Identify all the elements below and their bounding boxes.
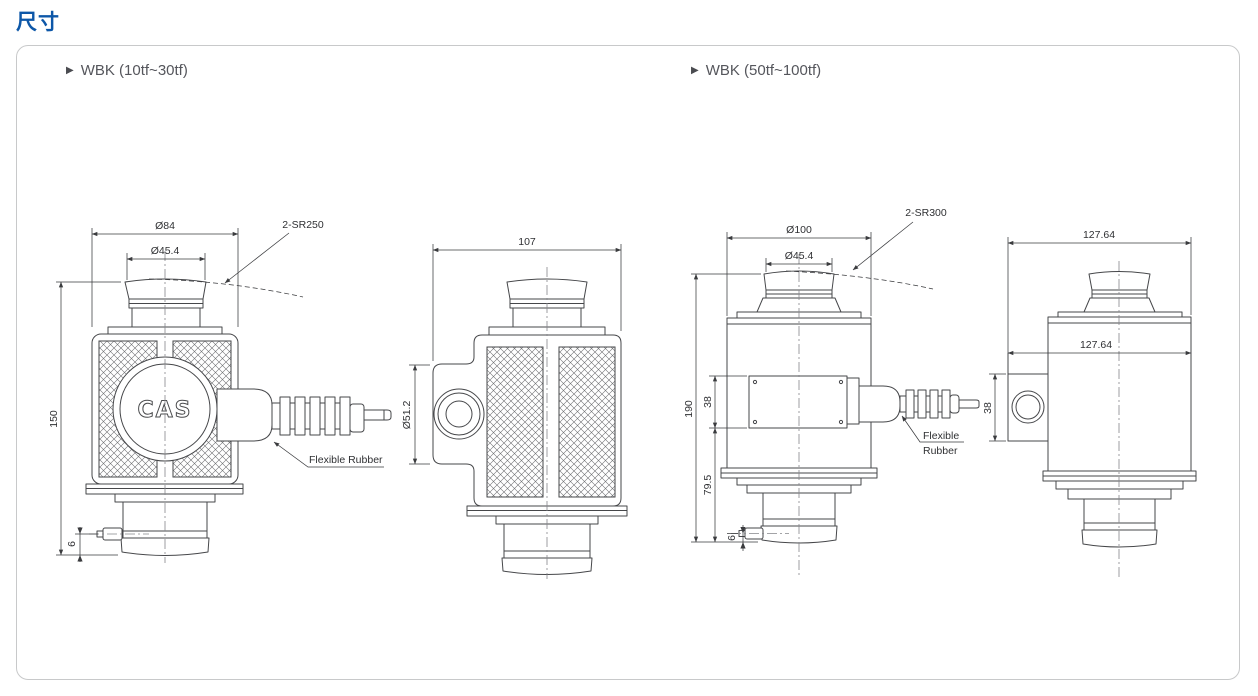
dim-cap-diameter: Ø45.4 [785,250,814,262]
dim-width-mid: 127.64 [1080,339,1112,351]
cable-gland [216,388,392,442]
dim-boss-height: 38 [982,402,994,414]
model-label-left: ▶ WBK (10tf~30tf) [66,62,188,79]
flexible-rubber-label: Flexible Rubber [309,454,383,466]
wbk-large-side-view: 127.64 127.64 38 [982,229,1197,579]
dim-body-diameter: Ø84 [155,220,175,232]
dim-total-height: 150 [48,410,60,428]
dim-screw-offset: 6 [726,535,738,541]
dim-width-top: 127.64 [1083,229,1115,241]
wbk-large-front-view: Ø100 Ø45.4 2-SR300 190 38 79.5 6 Flexibl… [683,207,980,578]
dim-depth: 107 [518,236,536,248]
dimension-annotations: Ø100 Ø45.4 2-SR300 190 38 79.5 6 Flexibl… [683,207,964,551]
triangle-bullet-icon: ▶ [691,65,699,76]
dim-nameplate-height: 38 [702,396,714,408]
flexible-rubber-label-line1: Flexible [923,430,959,442]
dimensions-panel: ▶ WBK (10tf~30tf) ▶ WBK (50tf~100tf) [16,45,1240,680]
wbk-small-side-view: 107 Ø51.2 [401,236,628,579]
dim-screw-offset: 6 [66,541,78,547]
load-cell-body [1007,271,1197,548]
page-title: 尺寸 [16,11,60,34]
dimension-annotations: 107 Ø51.2 [401,236,622,465]
model-label-left-text: WBK (10tf~30tf) [80,62,188,79]
dim-total-height: 190 [683,400,695,418]
dimension-annotations: 127.64 127.64 38 [982,229,1192,442]
cable-gland [846,377,980,425]
cas-logo: CAS [137,398,192,423]
model-label-right-text: WBK (50tf~100tf) [705,62,822,79]
triangle-bullet-icon: ▶ [66,65,74,76]
dim-cap-diameter: Ø45.4 [151,245,180,257]
dim-spherical-radius: 2-SR250 [282,219,324,231]
dim-lower-height: 79.5 [702,475,714,496]
dimension-annotations: Ø84 Ø45.4 2-SR250 150 6 Flexible Rubber [48,219,384,562]
load-cell-body [432,278,628,575]
dim-boss-diameter: Ø51.2 [401,401,413,430]
dim-spherical-radius: 2-SR300 [905,207,947,219]
flexible-rubber-label-line2: Rubber [923,445,958,457]
wbk-small-front-view: CAS Ø84 Ø45.4 [48,219,392,563]
model-label-right: ▶ WBK (50tf~100tf) [691,62,821,79]
dim-body-diameter: Ø100 [786,224,812,236]
